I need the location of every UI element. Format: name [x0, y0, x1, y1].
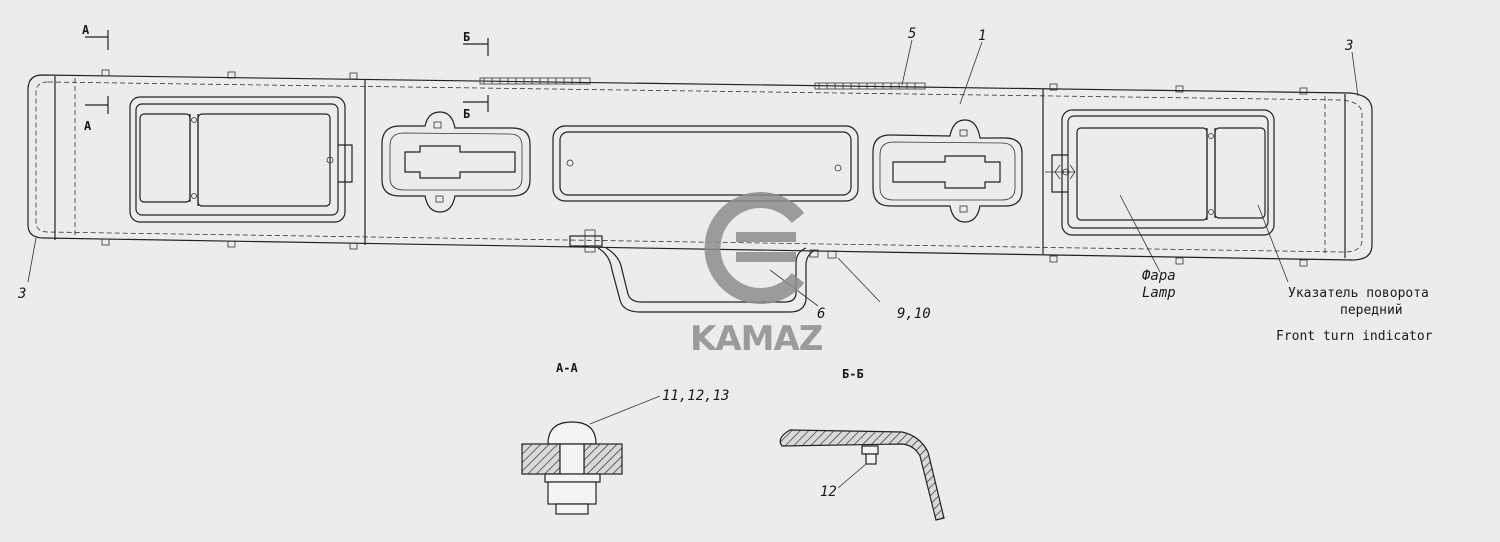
kamaz-watermark: KAMAZ	[690, 192, 824, 359]
callout-12: 12	[820, 484, 837, 500]
part-labels: Фара Lamp Указатель поворота передний Fr…	[1142, 268, 1433, 344]
bumper-body	[27, 69, 1373, 267]
callouts: 5 1 3 3 6 9,10 11,12,13 12	[17, 26, 1353, 500]
callout-1: 1	[978, 28, 986, 44]
section-mark-a-top: А	[82, 23, 90, 37]
turn-indicator-label-en: Front turn indicator	[1276, 329, 1433, 344]
kamaz-logo-text: KAMAZ	[690, 319, 823, 359]
step-handle	[569, 229, 837, 313]
callout-6: 6	[817, 306, 825, 322]
right-lamp-unit	[1045, 109, 1275, 236]
section-marks: А А Б Б	[82, 23, 489, 133]
turn-indicator-label-ru-2: передний	[1340, 303, 1403, 318]
callout-9-10: 9,10	[897, 306, 931, 322]
section-title-aa: А-А	[556, 361, 578, 375]
section-title-bb: Б-Б	[842, 367, 864, 381]
lamp-label-ru: Фара	[1142, 268, 1176, 284]
right-cutout	[872, 119, 1023, 223]
callout-11-12-13: 11,12,13	[662, 388, 729, 404]
section-mark-a-bottom: А	[84, 119, 92, 133]
section-mark-b-bottom: Б	[463, 107, 470, 121]
lamp-label-en: Lamp	[1142, 285, 1176, 301]
callout-3-left: 3	[17, 286, 26, 302]
left-cutout	[381, 111, 531, 213]
section-mark-b-top: Б	[463, 30, 470, 44]
section-bb-view	[779, 429, 945, 521]
turn-indicator-label-ru-1: Указатель поворота	[1288, 286, 1429, 301]
leader-lines	[27, 39, 1359, 489]
section-aa-view	[521, 421, 623, 515]
center-plate	[552, 125, 859, 202]
callout-5: 5	[908, 26, 916, 42]
callout-3-right: 3	[1344, 38, 1353, 54]
left-lamp-unit	[129, 96, 353, 223]
